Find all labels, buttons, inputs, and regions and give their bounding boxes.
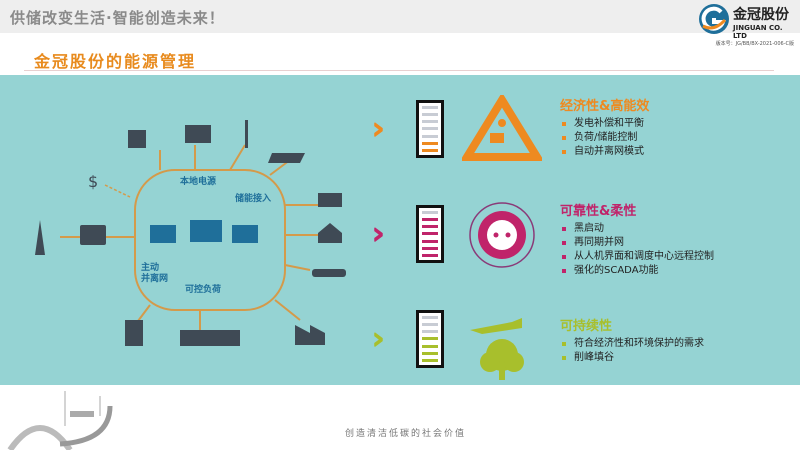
router-icon: [80, 225, 106, 245]
battery-bar: [422, 344, 438, 348]
battery-bar: [422, 239, 438, 243]
group-item: 自动并离网模式: [560, 145, 649, 159]
group-title: 可靠性&柔性: [560, 204, 637, 219]
computers-icon: [150, 220, 258, 243]
group-item: 黑启动: [560, 222, 714, 236]
battery-bar: [422, 330, 438, 334]
battery-bar: [422, 127, 438, 131]
transmission-tower-icon: [35, 220, 45, 255]
group-item: 负荷/储能控制: [560, 131, 649, 145]
battery-bar: [422, 246, 438, 250]
group-title: 经济性&高能效: [560, 99, 650, 114]
microgrid-diagram: $: [35, 120, 346, 346]
top-bar: 供储改变生活·智能创造未来！: [0, 0, 800, 33]
label-local-power: 本地电源: [180, 177, 217, 187]
battery-bar: [422, 358, 438, 362]
group-title: 可持续性: [560, 319, 613, 334]
company-logo: 金冠股份 JINGUAN CO. LTD: [697, 2, 797, 40]
wind-turbine-icon: [245, 120, 248, 148]
battery-bar: [422, 337, 438, 341]
battery-bar: [422, 113, 438, 117]
house-icon: [318, 223, 342, 243]
group-item: 强化的SCADA功能: [560, 264, 714, 278]
battery-bar: [422, 148, 438, 152]
device-icons: [35, 120, 346, 346]
battery-bar: [422, 351, 438, 355]
battery-bar: [422, 253, 438, 257]
factory-icon: [185, 125, 211, 143]
benefit-group: 可靠性&柔性 黑启动再同期并网从人机界面和调度中心远程控制强化的SCADA功能: [560, 200, 714, 278]
slogan: 供储改变生活·智能创造未来！: [10, 9, 225, 27]
battery-bar: [422, 323, 438, 327]
group-item: 符合经济性和环境保护的需求: [560, 337, 704, 351]
city-landscape-illustration: [7, 391, 113, 450]
footer-tagline: 创造清洁低碳的社会价值: [345, 429, 467, 439]
battery-bar: [422, 106, 438, 109]
battery-bar: [422, 232, 438, 236]
logo-icon: [699, 4, 729, 34]
generator-icon: [128, 130, 146, 148]
group-item: 削峰填谷: [560, 351, 704, 365]
label-storage-access: 储能接入: [235, 194, 272, 204]
benefit-group: 经济性&高能效 发电补偿和平衡负荷/储能控制自动并离网模式: [560, 95, 649, 159]
ev-car-icon: [312, 269, 346, 277]
battery-bar: [422, 316, 438, 319]
battery-level-indicator: [416, 205, 444, 263]
battery-bar: [422, 211, 438, 214]
label-controllable-load: 可控负荷: [185, 285, 222, 295]
battery-bar: [422, 134, 438, 138]
battery-level-indicator: [416, 100, 444, 158]
group-item: 从人机界面和调度中心远程控制: [560, 250, 714, 264]
industry-icon: [295, 325, 325, 345]
battery-bar: [422, 120, 438, 124]
dollar-icon: $: [88, 172, 98, 191]
logo-name: 金冠股份: [733, 7, 789, 23]
group-item: 再同期并网: [560, 236, 714, 250]
battery-storage-icon: [318, 193, 342, 207]
logo-english: JINGUAN CO. LTD: [733, 24, 783, 40]
battery-bar: [422, 141, 438, 145]
benefit-group: 可持续性 符合经济性和环境保护的需求削峰填谷: [560, 315, 704, 365]
plant-icon: [180, 330, 240, 346]
solar-panel-icon: [268, 153, 305, 163]
recycle-energy-icon: [462, 95, 542, 161]
socket-cycle-icon: [469, 202, 535, 268]
battery-bar: [422, 218, 438, 222]
divider: [24, 70, 774, 71]
page-title: 金冠股份的能源管理: [34, 52, 197, 71]
building-icon: [125, 320, 143, 346]
battery-level-indicator: [416, 310, 444, 368]
hand-tree-icon: [470, 318, 524, 380]
version-number: 版本号：JG/BB/BX-2021-006-C版: [715, 41, 794, 47]
battery-bar: [422, 225, 438, 229]
content-panel: $ 本地电源 储能接入 可控负荷 主动 并离网: [0, 75, 800, 385]
group-item: 发电补偿和平衡: [560, 117, 649, 131]
label-active-grid: 主动 并离网: [141, 263, 169, 284]
